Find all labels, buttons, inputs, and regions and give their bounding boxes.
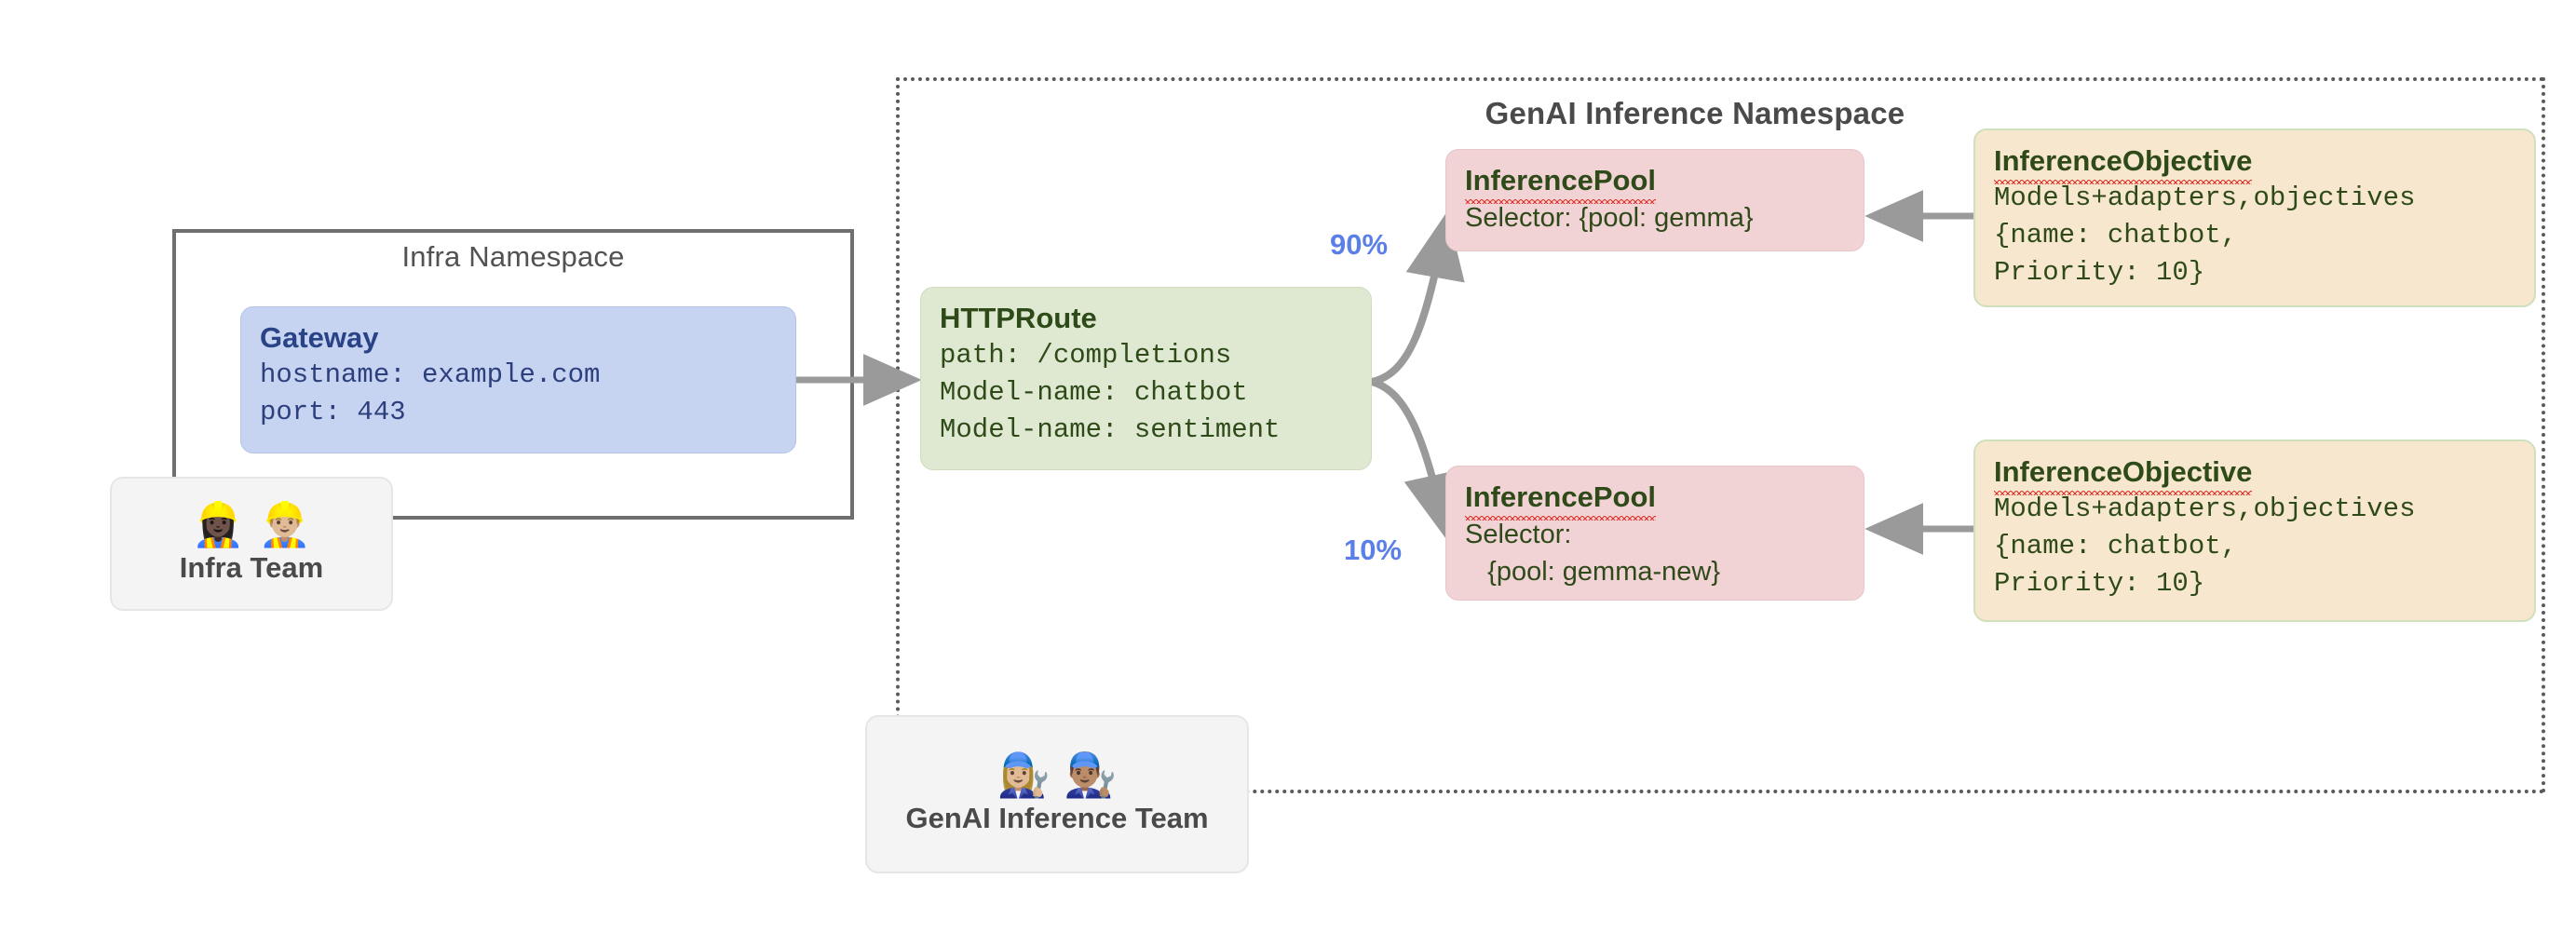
genai-inference-team-card[interactable]: 👩🏼‍🔧👨🏽‍🔧 GenAI Inference Team (865, 715, 1249, 873)
infra-namespace-boundary (172, 229, 854, 520)
inferenceobjective-spec-line-3: Priority: 10} (1994, 567, 2205, 599)
inferenceobjective-kind-title-text: InferenceObjective (1994, 143, 2253, 184)
genai-inference-team-label: GenAI Inference Team (905, 802, 1209, 834)
httproute-spec-line-2: Model-name: chatbot (940, 376, 1248, 408)
inferenceobjective-kind-title: InferenceObjective (1994, 143, 2515, 184)
inferencepool-kind-title-text: InferencePool (1465, 163, 1656, 204)
httproute-spec-line-3: Model-name: sentiment (940, 413, 1281, 445)
inferencepool-box-gemma-new[interactable]: InferencePool Selector: {pool: gemma-new… (1445, 466, 1864, 601)
httproute-spec-line-1: path: /completions (940, 339, 1232, 371)
inferencepool-kind-title: InferencePool (1465, 480, 1845, 521)
inferenceobjective-kind-title-text: InferenceObjective (1994, 454, 2253, 495)
construction-worker-icon: 👷🏿‍♀️👷🏼‍♂️ (191, 500, 325, 548)
inferenceobjective-spec-line-1: Models+adapters,objectives (1994, 493, 2416, 524)
inferenceobjective-spec-line-2: {name: chatbot, (1994, 530, 2238, 561)
inferenceobjective-box-bottom[interactable]: InferenceObjective Models+adapters,objec… (1973, 439, 2536, 622)
genai-namespace-boundary (896, 77, 2545, 793)
inferencepool-selector-line-2: {pool: gemma-new} (1465, 556, 1721, 587)
traffic-weight-90: 90% (1330, 228, 1389, 261)
genai-namespace-label: GenAI Inference Namespace (1485, 96, 1905, 130)
inferenceobjective-kind-title: InferenceObjective (1994, 454, 2515, 495)
inferenceobjective-spec-line-2: {name: chatbot, (1994, 219, 2238, 250)
infra-team-label: Infra Team (179, 551, 324, 584)
gateway-spec-line-1: hostname: example.com (260, 358, 601, 390)
gateway-kind-title: Gateway (260, 321, 379, 354)
inferencepool-selector-line-1: Selector: {pool: gemma} (1465, 202, 1754, 233)
inferenceobjective-spec-line-3: Priority: 10} (1994, 256, 2205, 288)
httproute-kind-title: HTTPRoute (940, 302, 1097, 334)
inferenceobjective-box-top[interactable]: InferenceObjective Models+adapters,objec… (1973, 128, 2536, 307)
inferencepool-box-gemma[interactable]: InferencePool Selector: {pool: gemma} (1445, 149, 1864, 251)
gateway-spec-line-2: port: 443 (260, 396, 406, 427)
inferenceobjective-spec-line-1: Models+adapters,objectives (1994, 182, 2416, 213)
inferencepool-kind-title-text: InferencePool (1465, 480, 1656, 521)
infra-namespace-label: Infra Namespace (401, 240, 625, 273)
inferencepool-kind-title: InferencePool (1465, 163, 1845, 204)
gateway-resource-box[interactable]: Gateway hostname: example.com port: 443 (240, 306, 796, 453)
httproute-resource-box[interactable]: HTTPRoute path: /completions Model-name:… (920, 287, 1372, 470)
mechanic-icon: 👩🏼‍🔧👨🏽‍🔧 (997, 750, 1131, 799)
infra-team-card[interactable]: 👷🏿‍♀️👷🏼‍♂️ Infra Team (110, 477, 393, 611)
inferencepool-selector-line-1: Selector: (1465, 519, 1572, 549)
traffic-weight-10: 10% (1344, 534, 1403, 566)
